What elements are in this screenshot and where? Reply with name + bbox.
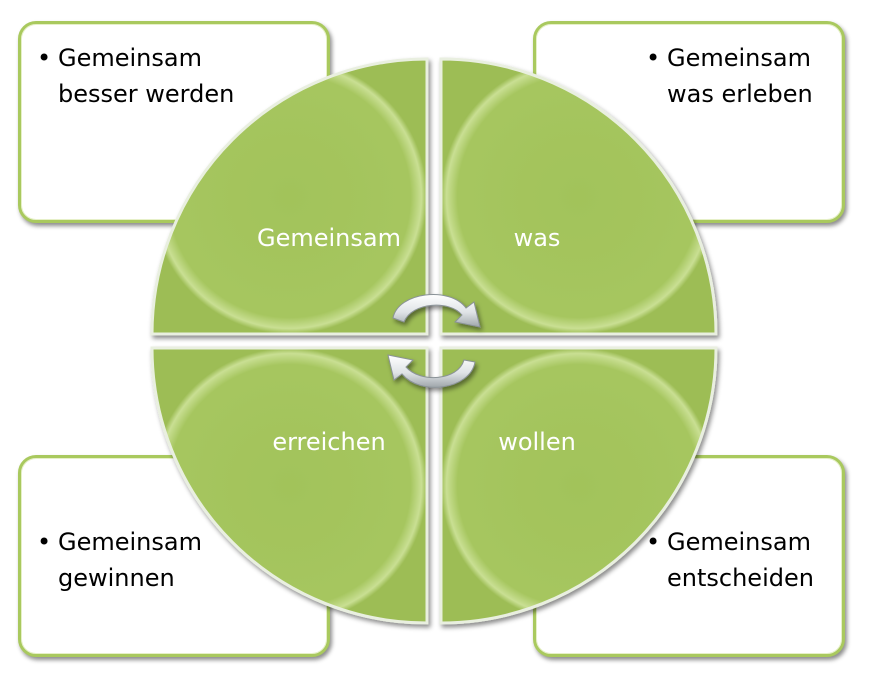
cycle-arrows-icon: [387, 294, 481, 388]
quadrant-bottom-left: [150, 346, 429, 625]
box-text: Gemeinsam entscheiden: [667, 528, 814, 592]
quadrant-label-top-left: Gemeinsam: [257, 224, 401, 252]
quadrant-top-left: [150, 57, 429, 336]
quadrant-label-bottom-left: erreichen: [272, 428, 385, 456]
bullet: •: [646, 44, 661, 72]
bullet: •: [37, 528, 52, 556]
box-text: Gemeinsam gewinnen: [58, 528, 202, 592]
quadrant-label-bottom-right: wollen: [498, 428, 576, 456]
box-text: Gemeinsam besser werden: [58, 44, 235, 108]
quadrant-label-top-right: was: [514, 224, 561, 252]
quadrant-bottom-right: [439, 346, 718, 625]
box-text: Gemeinsam was erleben: [667, 44, 813, 108]
bullet: •: [37, 44, 52, 72]
quadrant-top-right: [439, 57, 718, 336]
bullet: •: [646, 528, 661, 556]
